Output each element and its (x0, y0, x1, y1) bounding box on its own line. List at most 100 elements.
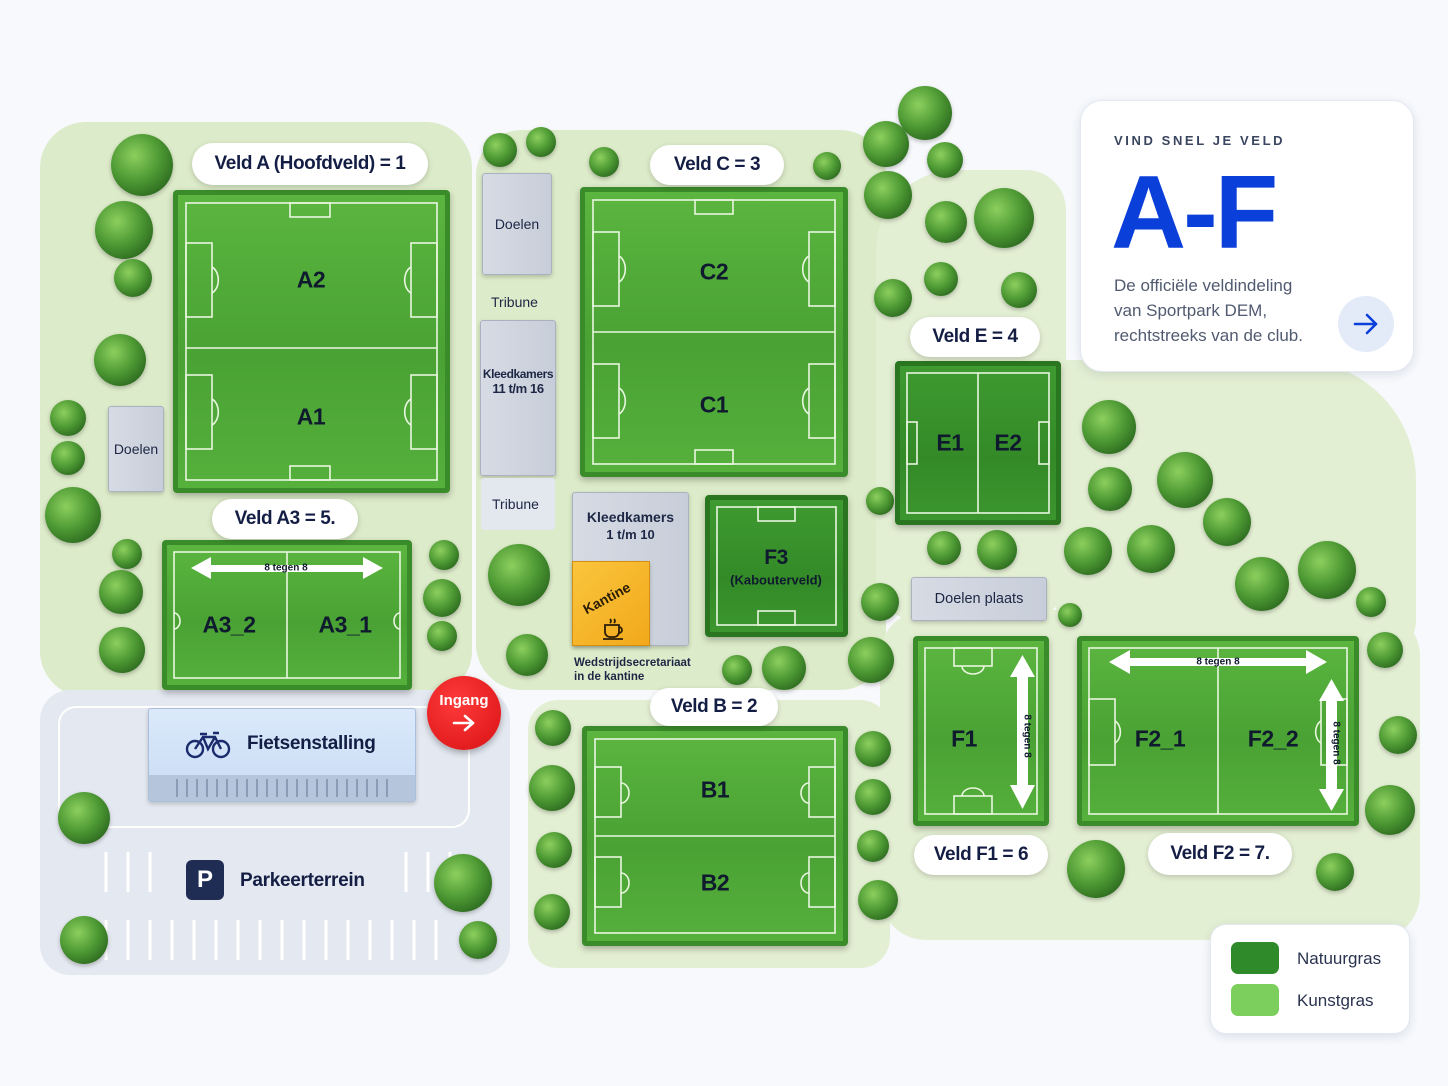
tree (863, 121, 909, 167)
tree (423, 579, 461, 617)
tree (1001, 272, 1037, 308)
parking-icon: P (186, 860, 224, 900)
tree (813, 152, 841, 180)
info-description-line1: De officiële veldindeling (1114, 276, 1293, 295)
tribune-bottom-area (481, 478, 555, 530)
tree (924, 262, 958, 296)
tree (1082, 400, 1136, 454)
label-veld-a3[interactable]: Veld A3 = 5. (212, 499, 358, 539)
building-kleedkamers-11-16[interactable]: Kleedkamers 11 t/m 16 (480, 320, 556, 476)
tree (925, 201, 967, 243)
tree (459, 921, 497, 959)
field-f1[interactable]: 8 tegen 8 F1 (913, 636, 1049, 826)
tree (1367, 632, 1403, 668)
tree (866, 487, 894, 515)
tree (589, 147, 619, 177)
field-f3-lines (716, 506, 837, 626)
legend-label-kunstgras: Kunstgras (1297, 991, 1374, 1010)
label-veld-b[interactable]: Veld B = 2 (650, 688, 778, 726)
small-sided-label-f2-side: 8 tegen 8 (1330, 721, 1342, 765)
tree (858, 880, 898, 920)
coffee-cup-icon (603, 618, 623, 640)
field-a-lines (185, 202, 438, 481)
label-veld-c[interactable]: Veld C = 3 (650, 145, 784, 185)
field-part-f3: F3 (764, 546, 788, 569)
tree (855, 779, 891, 815)
tree (1157, 452, 1213, 508)
tree (45, 487, 101, 543)
building-doelen-left[interactable]: Doelen (108, 406, 164, 492)
field-part-f2-2: F2_2 (1247, 725, 1299, 752)
field-part-b1: B1 (700, 776, 730, 803)
kantine-label: Kantine (580, 578, 634, 618)
legend-swatch-natuurgras (1231, 942, 1279, 974)
tree (536, 832, 572, 868)
building-doelen-top[interactable]: Doelen (482, 173, 552, 275)
field-f2[interactable]: 8 tegen 8 8 tegen 8 F2_1 F2_2 (1077, 636, 1359, 826)
field-b[interactable]: B1 B2 (582, 726, 848, 946)
info-description-line3: rechtstreeks van de club. (1114, 326, 1303, 345)
tree (974, 188, 1034, 248)
tree (762, 646, 806, 690)
tree (99, 570, 143, 614)
tree (1379, 716, 1417, 754)
legend-swatch-kunstgras (1231, 984, 1279, 1016)
tree (1235, 557, 1289, 611)
kleedkamers-11-label-line1: Kleedkamers (482, 367, 554, 381)
field-part-b2: B2 (700, 869, 730, 896)
field-part-e1: E1 (936, 429, 964, 456)
info-kicker: VIND SNEL JE VELD (1114, 133, 1286, 148)
tree (60, 916, 108, 964)
kantine[interactable]: Kantine (572, 561, 650, 646)
tree (535, 710, 571, 746)
label-veld-f1[interactable]: Veld F1 = 6 (914, 835, 1048, 875)
tree (529, 765, 575, 811)
entrance-button[interactable]: Ingang (427, 676, 501, 750)
tree (94, 334, 146, 386)
legend: Natuurgras Kunstgras (1210, 924, 1410, 1034)
arrow-right-icon (452, 714, 475, 732)
bike-parking-label: Fietsenstalling (247, 733, 376, 754)
bike-lane (58, 706, 470, 828)
tree (50, 400, 86, 436)
tree (1058, 603, 1082, 627)
label-veld-a[interactable]: Veld A (Hoofdveld) = 1 (192, 143, 428, 185)
tree (927, 531, 961, 565)
field-a[interactable]: A2 A1 (173, 190, 450, 493)
label-veld-e[interactable]: Veld E = 4 (910, 317, 1040, 357)
info-description-line2: van Sportpark DEM, (1114, 301, 1268, 320)
building-doelen-plaats[interactable]: Doelen plaats (911, 577, 1047, 621)
field-part-a2: A2 (296, 266, 326, 293)
field-part-c2: C2 (699, 258, 729, 285)
tree (1067, 840, 1125, 898)
kleedkamers-1-label-line2: 1 t/m 10 (606, 527, 655, 542)
field-part-a1: A1 (296, 403, 326, 430)
tree (429, 540, 459, 570)
bike-parking[interactable]: Fietsenstalling (148, 708, 416, 802)
tree (434, 854, 492, 912)
tree (898, 86, 952, 140)
field-part-f3-sub: (Kabouterveld) (730, 572, 822, 588)
field-a3-lines (173, 551, 401, 679)
kleedkamers-11-label-line2: 11 t/m 16 (492, 381, 544, 396)
tree (861, 583, 899, 621)
parking-lines (58, 840, 488, 965)
parking-label: Parkeerterrein (240, 870, 365, 891)
tree (534, 894, 570, 930)
info-description: De officiële veldindeling van Sportpark … (1114, 273, 1303, 348)
field-e[interactable]: E1 E2 (895, 361, 1061, 525)
legend-label-natuurgras: Natuurgras (1297, 949, 1382, 968)
tree (51, 441, 85, 475)
info-headline: A-F (1111, 155, 1278, 271)
info-next-button[interactable] (1338, 296, 1394, 352)
label-veld-f2[interactable]: Veld F2 = 7. (1148, 833, 1292, 875)
field-f3[interactable]: F3 (Kabouterveld) (705, 495, 848, 637)
field-f2-lines (1088, 647, 1348, 815)
tree (112, 539, 142, 569)
kleedkamers-1-label-line1: Kleedkamers (586, 509, 675, 525)
building-doelen-top-label: Doelen (494, 216, 540, 232)
field-c[interactable]: C2 C1 (580, 187, 848, 477)
tree (99, 627, 145, 673)
building-doelen-left-label: Doelen (113, 441, 159, 457)
field-a3[interactable]: 8 tegen 8 A3_2 A3_1 (162, 540, 412, 690)
